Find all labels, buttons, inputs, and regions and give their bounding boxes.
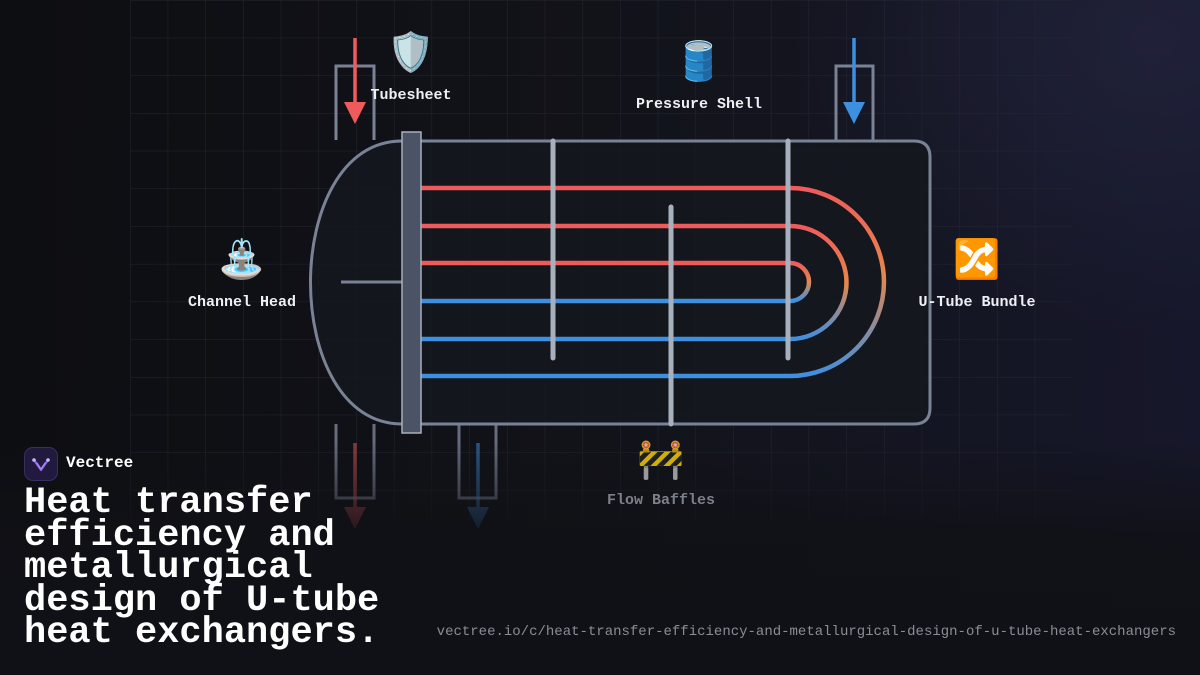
u-bend-outer — [789, 185, 887, 379]
tubesheet-label: Tubesheet — [370, 87, 452, 104]
vectree-logo-icon[interactable] — [24, 447, 58, 481]
fountain-icon: ⛲ — [218, 237, 266, 281]
page-title: Heat transfer efficiency and metallurgic… — [24, 482, 380, 654]
brand-name[interactable]: Vectree — [66, 454, 134, 472]
construction-barrier-icon: 🚧 — [637, 437, 685, 481]
u-tube-bundle-label: U-Tube Bundle — [918, 294, 1036, 311]
shuffle-arrows-icon: 🔀 — [953, 237, 1001, 281]
tubesheet-plate — [401, 131, 422, 434]
flow-baffles-label: Flow Baffles — [606, 492, 716, 509]
u-bend-inner — [789, 260, 812, 304]
database-cylinder-icon: 🛢️ — [675, 39, 723, 83]
channel-head-label: Channel Head — [187, 294, 297, 311]
u-bend-middle — [789, 223, 849, 342]
cold-inlet-arrow — [843, 38, 865, 124]
shield-icon: 🛡️ — [387, 30, 435, 74]
pressure-shell-label: Pressure Shell — [635, 96, 763, 113]
page-url[interactable]: vectree.io/c/heat-transfer-efficiency-an… — [436, 624, 1176, 640]
hot-inlet-arrow — [344, 38, 366, 124]
vectree-logo-mark — [32, 458, 50, 472]
